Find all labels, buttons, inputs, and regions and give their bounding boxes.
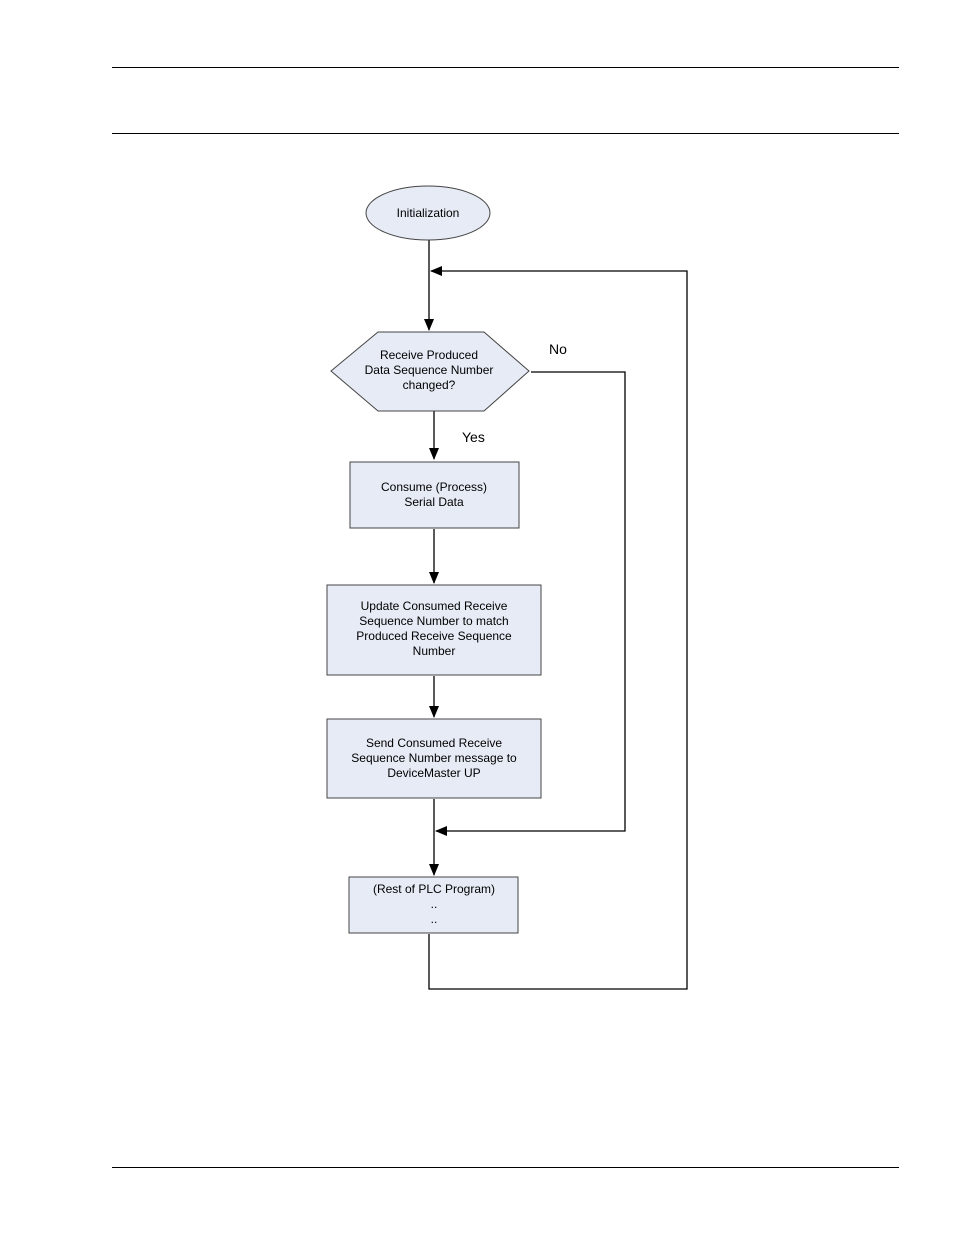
node-label-line: DeviceMaster UP <box>387 766 480 780</box>
node-label-line: .. <box>431 912 438 926</box>
edge-label-yes: Yes <box>462 429 485 445</box>
node-label-line: Sequence Number to match <box>359 614 508 628</box>
node-label-line: Sequence Number message to <box>351 751 517 765</box>
node-label-line: Data Sequence Number <box>365 363 494 377</box>
edge-label-no: No <box>549 341 567 357</box>
node-label-line: Update Consumed Receive <box>361 599 508 613</box>
node-decision: Receive Produced Data Sequence Number ch… <box>331 332 529 411</box>
node-label-line: (Rest of PLC Program) <box>373 882 495 896</box>
node-send: Send Consumed Receive Sequence Number me… <box>327 719 541 798</box>
node-consume: Consume (Process) Serial Data <box>350 462 519 528</box>
node-label-line: .. <box>431 897 438 911</box>
node-initialization: Initialization <box>366 186 490 240</box>
node-rest-of-program: (Rest of PLC Program) .. .. <box>349 877 518 933</box>
node-label-line: Number <box>413 644 456 658</box>
node-update: Update Consumed Receive Sequence Number … <box>327 585 541 675</box>
node-label-line: changed? <box>403 378 456 392</box>
node-label-line: Send Consumed Receive <box>366 736 502 750</box>
node-label-line: Consume (Process) <box>381 480 487 494</box>
node-label-line: Produced Receive Sequence <box>356 629 512 643</box>
node-label-line: Receive Produced <box>380 348 478 362</box>
node-label-line: Serial Data <box>404 495 464 509</box>
node-label-line: Initialization <box>397 206 460 220</box>
